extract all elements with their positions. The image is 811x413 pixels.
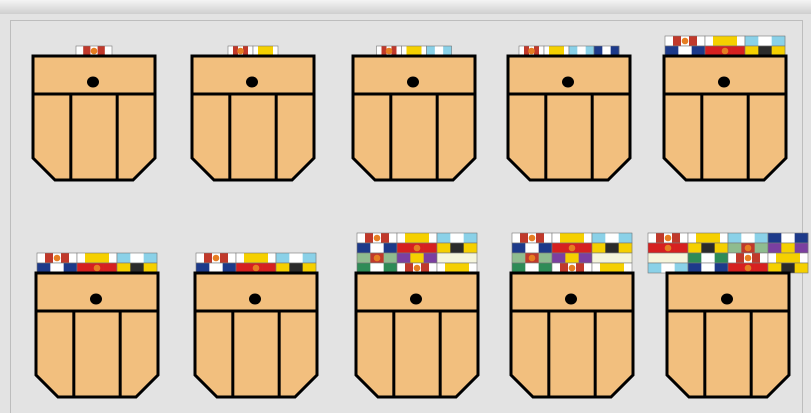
pocket-body [511,273,633,397]
pocket-button-icon [246,77,258,88]
ribbon-device-icon [374,235,381,242]
pocket-body [508,56,630,180]
ribbon-device-icon [722,48,729,55]
ribbon-bar [196,253,236,263]
ribbon-bar [397,253,437,263]
ribbon-device-icon [745,245,752,252]
pocket [511,233,633,397]
ribbon-device-icon [237,48,244,55]
ribbon-bar [357,233,397,243]
ribbon-bar [37,253,77,263]
ribbon-device-icon [745,255,752,262]
ribbon-device-icon [374,255,381,262]
ribbon-bar [768,243,808,253]
ribbon-bar [728,243,768,253]
ribbon-bar [512,243,552,253]
pocket-button-icon [249,294,261,305]
ribbon-device-icon [682,38,689,45]
ribbon-bar [512,233,552,243]
ribbon-bar [437,253,477,263]
pocket-body [353,56,475,180]
ribbon-device-icon [253,265,260,272]
pocket-button-icon [565,294,577,305]
pocket-body [356,273,478,397]
ribbon-device-icon [569,245,576,252]
ribbon-device-icon [665,235,672,242]
ribbon-bar [648,243,688,253]
pocket-body [36,273,158,397]
ribbon-device-icon [414,245,421,252]
ribbon-bar [437,233,477,243]
ribbon-bar [768,253,808,263]
ribbon-bar [117,253,157,263]
ribbon-bar [705,36,745,46]
ribbon-bar [397,243,437,253]
pocket [192,46,314,180]
pocket-body [195,273,317,397]
pocket-body [192,56,314,180]
pocket-button-icon [718,77,730,88]
ribbon-bar [512,253,552,263]
ribbon-device-icon [94,265,101,272]
ribbon-bar [276,253,316,263]
pocket-body [33,56,155,180]
ribbon-device-icon [745,265,752,272]
ribbon-device-icon [386,48,393,55]
pocket [664,36,786,180]
ribbon-bar [728,253,768,263]
ribbon-device-icon [54,255,61,262]
ribbon-bar [236,253,276,263]
ribbon-bar [768,233,808,243]
ribbon-bar [77,253,117,263]
ribbon-device-icon [528,48,535,55]
pocket-button-icon [562,77,574,88]
pocket [195,253,317,397]
pocket-button-icon [90,294,102,305]
ribbon-bar [728,233,768,243]
pocket-button-icon [721,294,733,305]
ribbon-bar [688,233,728,243]
ribbon-device-icon [665,245,672,252]
ribbon-device-icon [91,48,98,55]
ribbon-bar [357,243,397,253]
pocket-button-icon [410,294,422,305]
ribbon-bar [592,253,632,263]
ribbon-bar [745,36,785,46]
pocket-body [664,56,786,180]
ribbon-bar [688,243,728,253]
pocket [353,46,475,180]
pocket [356,233,478,397]
ribbon-bar [552,253,592,263]
pocket-button-icon [407,77,419,88]
ribbon-bar [437,243,477,253]
pocket [36,253,158,397]
pocket [648,233,808,397]
pocket-body [667,273,789,397]
ribbon-device-icon [213,255,220,262]
ribbon-bar [397,233,437,243]
ribbon-device-icon [529,255,536,262]
ribbon-bar [688,253,728,263]
ribbon-bar [648,253,688,263]
pocket [33,46,155,180]
ribbon-device-icon [414,265,421,272]
ribbon-bar [665,36,705,46]
ribbon-bar [592,243,632,253]
ribbon-bar [357,253,397,263]
ribbon-device-icon [569,265,576,272]
pocket-button-icon [87,77,99,88]
ribbon-bar [552,243,592,253]
ribbon-bar [592,233,632,243]
ribbon-bar [552,233,592,243]
ribbon-device-icon [529,235,536,242]
ribbon-bar [648,233,688,243]
pocket [508,46,630,180]
